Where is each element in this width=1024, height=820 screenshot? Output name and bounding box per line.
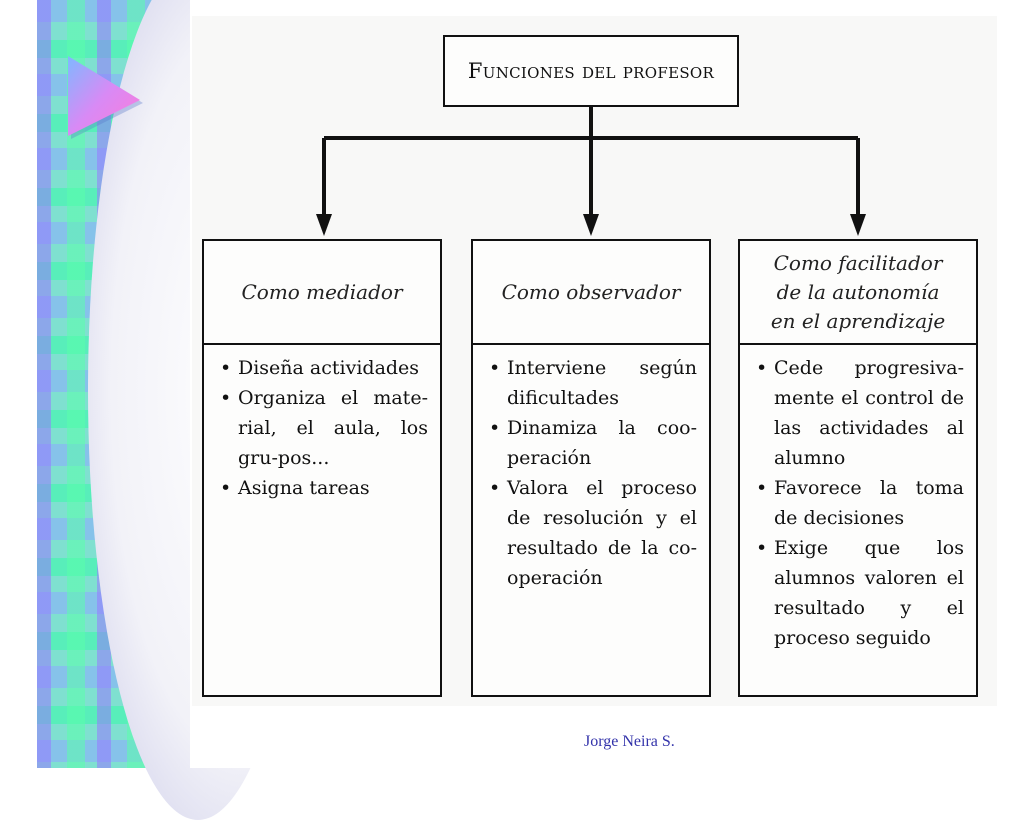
heading-line: en el aprendizaje	[770, 308, 946, 333]
list-item: Interviene según dificultades	[487, 353, 697, 413]
list-item: Cede progresiva-mente el control de las …	[754, 353, 964, 473]
heading-line: Como mediador	[241, 279, 403, 304]
connector-lines	[316, 107, 866, 236]
list-item: Favorece la toma de decisiones	[754, 473, 964, 533]
author-footer: Jorge Neira S.	[584, 733, 675, 750]
column-heading: Como mediador	[204, 241, 440, 345]
list-item: Exige que los alumnos valoren el resulta…	[754, 533, 964, 653]
column-heading: Como facilitador de la autonomía en el a…	[740, 241, 976, 345]
list-item: Organiza el mate-rial, el aula, los gru-…	[218, 383, 428, 473]
arrow-head-left	[316, 214, 332, 236]
column-mediador: Como mediador Diseña actividades Organiz…	[202, 239, 442, 697]
list-item: Dinamiza la coo-peración	[487, 413, 697, 473]
functions-diagram: Funciones del profesor Como mediador Dis…	[192, 16, 997, 706]
list-item: Valora el proceso de resolución y el res…	[487, 473, 697, 593]
column-body: Interviene según dificultades Dinamiza l…	[473, 345, 709, 593]
column-heading: Como observador	[473, 241, 709, 345]
column-body: Cede progresiva-mente el control de las …	[740, 345, 976, 653]
list-item: Asigna tareas	[218, 473, 428, 503]
heading-line: de la autonomía	[776, 279, 940, 304]
column-body: Diseña actividades Organiza el mate-rial…	[204, 345, 440, 503]
root-node: Funciones del profesor	[443, 35, 739, 107]
column-facilitador: Como facilitador de la autonomía en el a…	[738, 239, 978, 697]
root-title: Funciones del profesor	[467, 59, 715, 83]
arrow-head-right	[850, 214, 866, 236]
column-observador: Como observador Interviene según dificul…	[471, 239, 711, 697]
arrow-head-middle	[583, 214, 599, 236]
play-triangle-icon	[62, 52, 146, 142]
heading-line: Como observador	[501, 279, 681, 304]
list-item: Diseña actividades	[218, 353, 428, 383]
heading-line: Como facilitador	[773, 250, 943, 275]
